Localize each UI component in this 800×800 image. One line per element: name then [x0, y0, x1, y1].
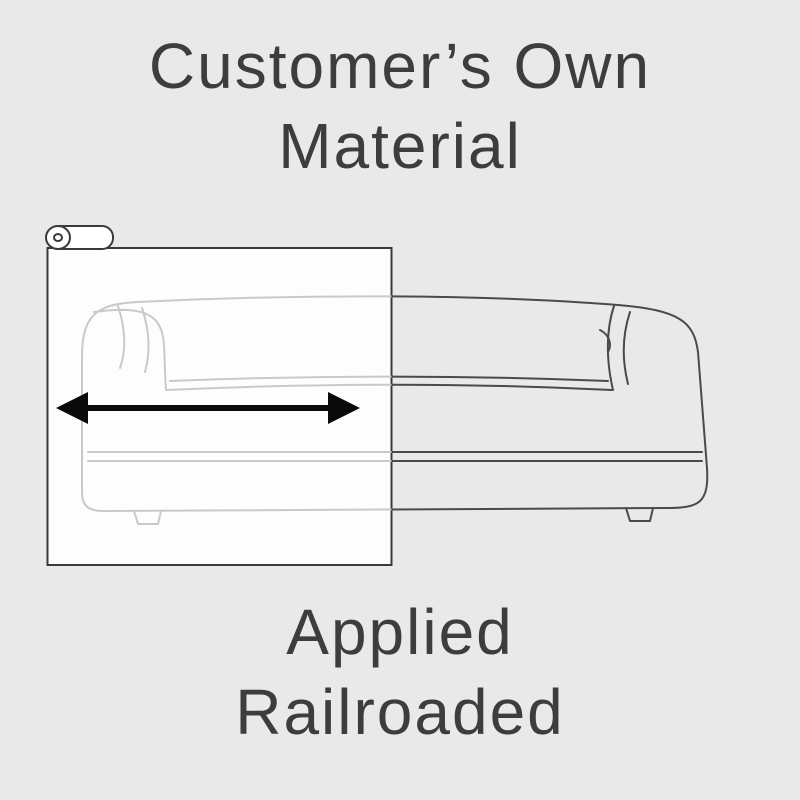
- caption-line1: Applied: [286, 596, 514, 668]
- caption-line2: Railroaded: [235, 676, 565, 748]
- page-title-line2: Material: [278, 110, 522, 182]
- fabric-roll-icon: [45, 225, 114, 250]
- width-arrow-icon: [56, 392, 360, 424]
- page-title-line1: Customer’s Own: [148, 30, 652, 102]
- page-title: Customer’s Own Material: [0, 26, 800, 186]
- caption: Applied Railroaded: [0, 592, 800, 752]
